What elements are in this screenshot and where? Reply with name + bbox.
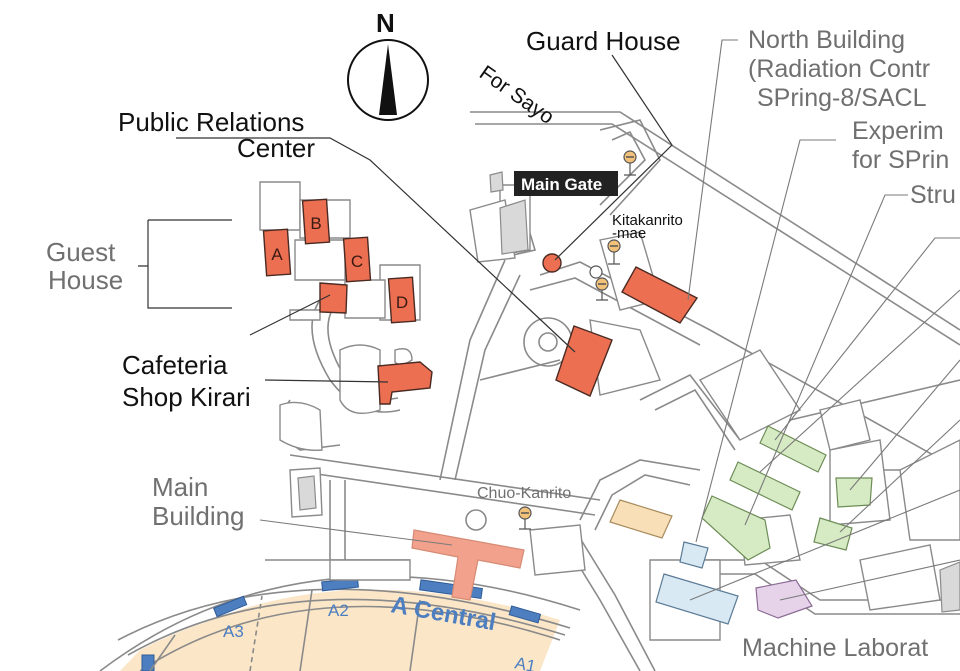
label-main-gate: Main Gate <box>521 175 602 194</box>
label-experimental: Experim <box>852 117 944 145</box>
guest-house-letter-a: A <box>271 245 283 264</box>
label-shop-kirari: Shop Kirari <box>122 382 251 412</box>
bus-stop-icon[interactable] <box>623 150 637 176</box>
bus-stop-icon[interactable] <box>595 277 609 301</box>
label-kitakanrito: Kitakanrito <box>612 212 683 229</box>
compass-north-label: N <box>376 8 395 38</box>
label-cafeteria: Cafeteria <box>122 350 228 380</box>
label-for-sayo: For Sayo <box>475 61 558 129</box>
storage-ring <box>99 575 581 671</box>
label-a2: A2 <box>328 601 349 620</box>
leader-lines <box>138 39 960 601</box>
label-a3: A3 <box>223 622 244 641</box>
bus-stop-icon[interactable] <box>518 506 532 530</box>
bus-stop-icon[interactable] <box>607 239 621 265</box>
label-main-building: Main <box>152 472 208 502</box>
label-machine-laboratory: Machine Laborat <box>742 634 928 662</box>
label-guest-house: Guest <box>46 237 116 267</box>
public-relations-building <box>319 282 348 314</box>
label-kitakanrito-mae: -mae <box>612 225 646 242</box>
label-north-building-sub1: (Radiation Contr <box>748 55 930 83</box>
cafeteria-building <box>377 361 433 405</box>
main-gate-tag: Main Gate <box>514 171 618 196</box>
guest-house-building-d <box>387 276 417 324</box>
guest-house-building-b <box>301 198 331 245</box>
guest-house-letter-d: D <box>396 293 408 312</box>
facility-buildings <box>262 198 699 601</box>
experimental-buildings <box>609 425 873 625</box>
bus-stops <box>518 150 637 530</box>
guest-house-building-a <box>262 228 292 277</box>
label-public-relations: Public Relations <box>118 107 304 137</box>
label-north-building-sub2: SPring-8/SACL <box>757 84 927 112</box>
label-a1: A1 <box>513 653 537 671</box>
map-labels: Guard House North Building (Radiation Co… <box>46 26 956 671</box>
label-chuo-kanrito: Chuo-Kanrito <box>477 485 571 502</box>
label-main-building-sub: Building <box>152 501 245 531</box>
guest-house-letter-b: B <box>310 214 321 233</box>
main-building <box>411 529 525 601</box>
label-guest-house-sub: House <box>48 265 123 295</box>
gray-buildings <box>297 171 960 613</box>
label-structure: Stru <box>910 181 956 209</box>
compass-icon: N <box>347 8 429 121</box>
public-relations-center-building <box>555 325 613 397</box>
guest-house-letter-c: C <box>351 252 363 271</box>
north-building <box>621 266 699 324</box>
label-public-relations-center: Center <box>237 133 315 163</box>
guest-house-building-c <box>342 236 372 283</box>
label-experimental-sub: for SPrin <box>852 146 949 174</box>
label-guard-house: Guard House <box>526 26 681 56</box>
label-north-building: North Building <box>748 26 905 54</box>
